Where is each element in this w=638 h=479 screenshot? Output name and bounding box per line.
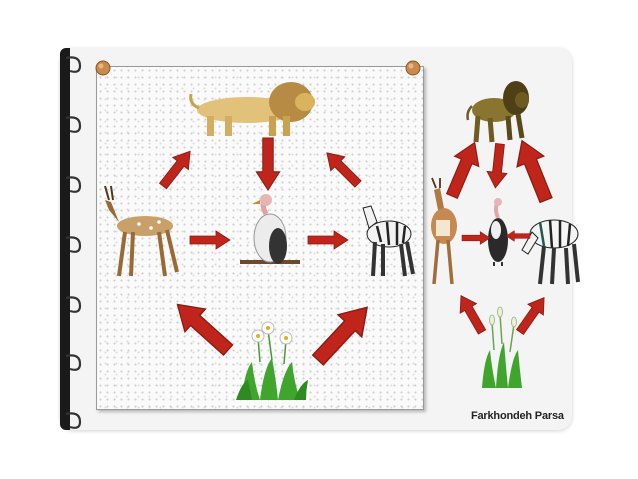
arrow-grass-to-zebra [511,291,553,338]
arrow-zebra-to-lion [319,145,366,192]
lion-icon [466,81,529,143]
gazelle-icon [431,177,457,285]
arrow-gazelle-to-lion [154,144,199,193]
arrow-grass-to-gazelle [452,290,491,338]
arrow-gazelle-to-vulture [189,230,231,250]
gazelle-icon [104,185,179,277]
zebra-icon [521,219,580,285]
arrow-zebra-to-vulture [505,230,531,242]
arrow-zebra-to-lion [507,134,561,207]
pushpin-icon [405,60,421,76]
arrow-grass-to-zebra [305,295,380,372]
vulture-icon [240,194,300,264]
vulture-icon [488,198,508,266]
arrow-lion-to-vulture [485,142,511,190]
arrow-lion-to-vulture [255,137,281,191]
ring-binder-icon [65,56,82,429]
arrow-zebra-to-vulture [307,230,349,250]
ring-binder-spine [60,48,70,430]
pushpin-icon [95,60,111,76]
lion-icon [189,82,315,136]
grass-icon [482,306,522,388]
zebra-icon [362,205,415,277]
grass-icon [236,321,308,400]
arrow-gazelle-to-lion [439,136,488,202]
author-credit: Farkhondeh Parsa [471,410,564,422]
arrow-grass-to-gazelle [166,292,240,363]
arrow-gazelle-to-vulture [461,231,491,245]
